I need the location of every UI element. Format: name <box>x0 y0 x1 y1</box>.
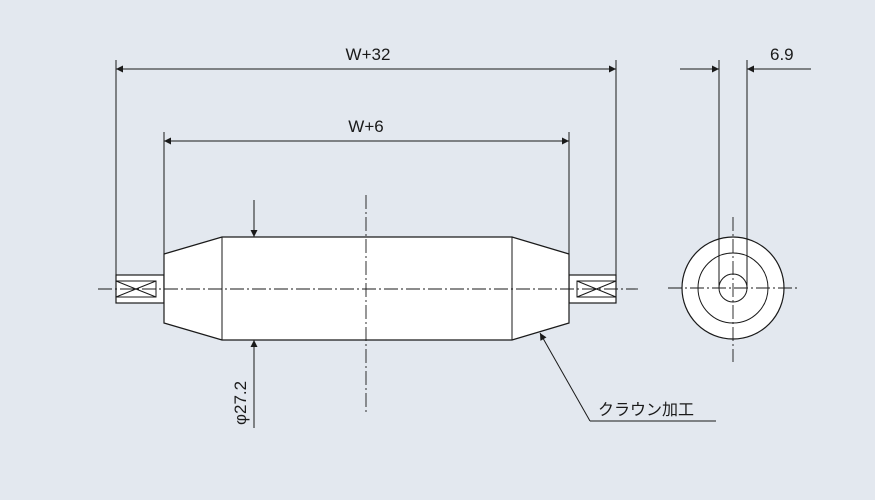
overall-length-label: W+32 <box>346 45 391 64</box>
diameter-label: φ27.2 <box>231 381 250 425</box>
roller-body <box>163 236 570 341</box>
roller-length-label: W+6 <box>348 117 383 136</box>
crown-note: クラウン加工 <box>598 400 694 419</box>
shaft-width-label: 6.9 <box>770 45 794 64</box>
side-view: 6.9 <box>668 45 811 362</box>
front-view: W+32 W+6 φ27.2 クラウン加工 <box>98 45 716 428</box>
